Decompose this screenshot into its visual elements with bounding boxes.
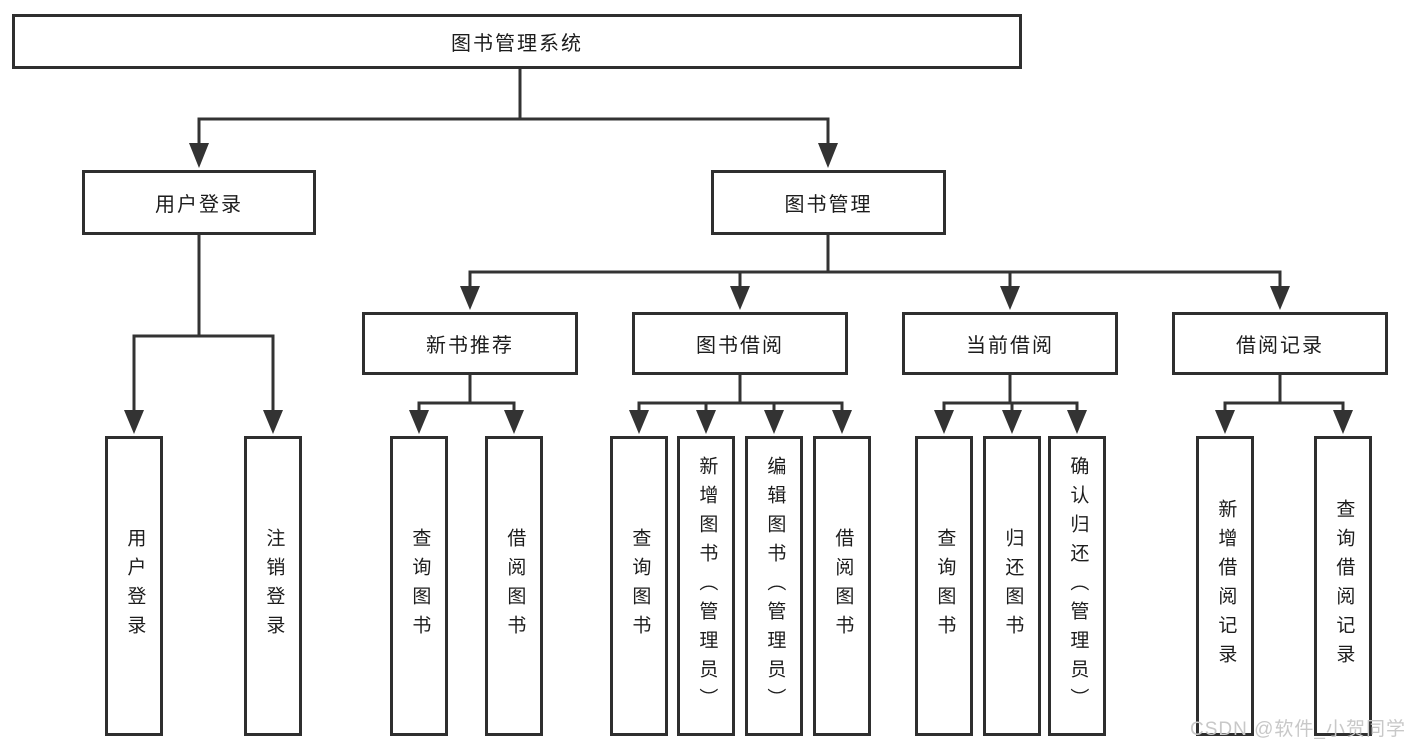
leaf-query-books-cb: 查询图书 [915,436,973,736]
leaf-borrow-books-bb: 借阅图书 [813,436,871,736]
leaf-borrow-books-rec: 借阅图书 [485,436,543,736]
leaf-add-books-admin: 新增图书（管理员） [677,436,735,736]
node-borrow-records: 借阅记录 [1172,312,1388,375]
leaf-query-books-bb: 查询图书 [610,436,668,736]
node-new-book-recommend: 新书推荐 [362,312,578,375]
node-book-management: 图书管理 [711,170,946,235]
leaf-logout: 注销登录 [244,436,302,736]
leaf-add-borrow-record: 新增借阅记录 [1196,436,1254,736]
node-current-borrowing: 当前借阅 [902,312,1118,375]
leaf-user-login: 用户登录 [105,436,163,736]
connector-edges [132,66,1345,416]
leaf-edit-books-admin: 编辑图书（管理员） [745,436,803,736]
node-root-system: 图书管理系统 [12,14,1022,69]
leaf-query-books-rec: 查询图书 [390,436,448,736]
leaf-query-borrow-record: 查询借阅记录 [1314,436,1372,736]
csdn-watermark: CSDN @软件_小贺同学 [1190,719,1405,740]
node-book-borrowing: 图书借阅 [632,312,848,375]
down-arrowhead-icon [124,143,1353,434]
node-user-login: 用户登录 [82,170,316,235]
leaf-return-books: 归还图书 [983,436,1041,736]
leaf-confirm-return-admin: 确认归还（管理员） [1048,436,1106,736]
